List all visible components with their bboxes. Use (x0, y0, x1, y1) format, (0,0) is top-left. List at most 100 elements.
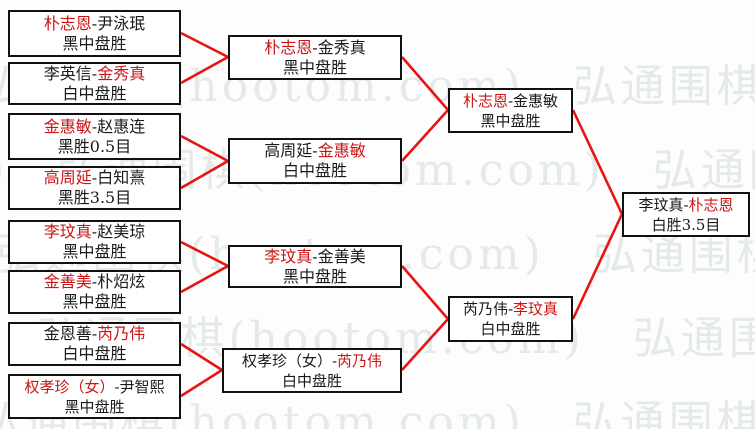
match-box-final: 李玟真-朴志恩 白胜3.5目 (622, 192, 750, 237)
match-players: 朴志恩-尹泳珉 (10, 14, 179, 34)
match-box-r1-7: 金恩善-芮乃伟 白中盘胜 (8, 322, 181, 366)
player-1: 高周延 (43, 168, 92, 187)
player-1: 李玟真 (43, 222, 92, 241)
dash: - (507, 91, 514, 110)
connector-line (401, 109, 449, 162)
match-box-r2-1: 朴志恩-金秀真 黑中盘胜 (228, 35, 402, 80)
connector-line (180, 368, 223, 398)
player-2: 尹智熙 (119, 377, 165, 396)
dash: - (312, 246, 318, 266)
player-2: 白知熹 (97, 168, 146, 187)
connector-line (180, 55, 229, 85)
player-2: 芮乃伟 (97, 324, 146, 343)
match-result: 黑中盘胜 (480, 111, 541, 130)
match-box-r1-1: 朴志恩-尹泳珉 黑中盘胜 (8, 10, 181, 57)
match-box-r1-4: 高周延-白知熹 黑胜3.5目 (8, 166, 181, 210)
match-players: 金恩善-芮乃伟 (10, 324, 179, 344)
match-box-r1-6: 金善美-朴炤炫 黑中盘胜 (8, 270, 181, 314)
match-players: 金善美-朴炤炫 (10, 272, 179, 292)
match-result: 黑胜0.5目 (57, 136, 132, 156)
player-2: 金惠敏 (513, 91, 559, 110)
match-players: 权孝珍（女）-尹智熙 (10, 377, 179, 397)
player-1: 权孝珍（女） (241, 351, 332, 370)
dash: - (312, 37, 318, 57)
match-result: 黑中盘胜 (62, 292, 127, 311)
connector-line (180, 342, 223, 372)
match-result: 黑中盘胜 (64, 397, 125, 416)
dash: - (91, 13, 98, 33)
connector-line (401, 265, 449, 320)
connector-line (401, 318, 449, 371)
connector-line (180, 134, 229, 163)
connector-line (180, 31, 229, 59)
match-box-r1-5: 李玟真-赵美琼 黑中盘胜 (8, 220, 181, 264)
connector-line (180, 240, 229, 268)
match-result: 黑中盘胜 (282, 266, 347, 286)
connector-line (401, 56, 449, 111)
match-players: 李玟真-金善美 (230, 247, 400, 267)
match-players: 高周延-白知熹 (10, 168, 179, 188)
connector-line (571, 213, 624, 320)
dash: - (91, 168, 98, 187)
player-2: 金秀真 (317, 37, 366, 57)
player-2: 金惠敏 (317, 141, 366, 160)
match-players: 高周延-金惠敏 (230, 141, 400, 161)
match-box-r2-4: 权孝珍（女）-芮乃伟 白中盘胜 (222, 348, 402, 393)
player-2: 朴炤炫 (97, 272, 146, 291)
player-1: 权孝珍（女） (24, 377, 115, 396)
dash: - (507, 300, 514, 318)
player-2: 尹泳珉 (97, 13, 146, 33)
match-result: 黑中盘胜 (282, 57, 347, 77)
match-box-sf-1: 朴志恩-金惠敏 黑中盘胜 (448, 88, 573, 133)
match-result: 白中盘胜 (282, 161, 347, 180)
connector-line (180, 264, 229, 294)
connector-line (571, 109, 624, 215)
dash: - (91, 116, 98, 136)
match-box-sf-2: 芮乃伟-李玟真 白中盘胜 (448, 296, 573, 342)
player-1: 芮乃伟 (462, 300, 508, 318)
dash: - (91, 272, 98, 291)
player-2: 芮乃伟 (337, 351, 383, 370)
player-1: 金恩善 (43, 324, 92, 343)
player-1: 高周延 (264, 141, 313, 160)
player-1: 朴志恩 (462, 91, 508, 110)
match-box-r1-2: 李英信-金秀真 白中盘胜 (8, 62, 181, 105)
match-box-r1-8: 权孝珍（女）-尹智熙 黑中盘胜 (8, 374, 181, 419)
match-result: 白中盘胜 (480, 320, 541, 338)
match-players: 李英信-金秀真 (10, 64, 179, 84)
connector-line (180, 159, 229, 190)
match-box-r2-3: 李玟真-金善美 黑中盘胜 (228, 245, 402, 288)
player-1: 朴志恩 (264, 37, 313, 57)
player-2: 赵惠连 (97, 116, 146, 136)
dash: - (114, 377, 120, 396)
match-result: 白中盘胜 (62, 344, 127, 363)
dash: - (91, 324, 98, 343)
match-players: 芮乃伟-李玟真 (450, 299, 571, 319)
player-1: 李英信 (43, 63, 92, 83)
match-result: 白中盘胜 (62, 83, 127, 103)
player-1: 朴志恩 (43, 13, 92, 33)
dash: - (312, 141, 318, 160)
match-players: 权孝珍（女）-芮乃伟 (224, 351, 400, 371)
match-result: 黑胜3.5目 (57, 188, 132, 207)
player-2: 李玟真 (513, 300, 559, 318)
dash: - (331, 351, 338, 370)
player-1: 金惠敏 (43, 116, 92, 136)
match-players: 李玟真-朴志恩 (624, 195, 748, 215)
match-players: 李玟真-赵美琼 (10, 222, 179, 242)
match-players: 朴志恩-金秀真 (230, 38, 400, 58)
dash: - (683, 195, 689, 214)
match-box-r2-2: 高周延-金惠敏 白中盘胜 (228, 138, 402, 184)
player-1: 李玟真 (638, 195, 684, 214)
dash: - (91, 222, 98, 241)
match-result: 白中盘胜 (281, 371, 342, 390)
match-players: 金惠敏-赵惠连 (10, 117, 179, 137)
player-2: 金秀真 (97, 63, 146, 83)
match-result: 黑中盘胜 (62, 242, 127, 261)
player-1: 金善美 (43, 272, 92, 291)
player-2: 朴志恩 (688, 195, 734, 214)
match-result: 黑中盘胜 (62, 33, 127, 53)
player-1: 李玟真 (264, 246, 313, 266)
